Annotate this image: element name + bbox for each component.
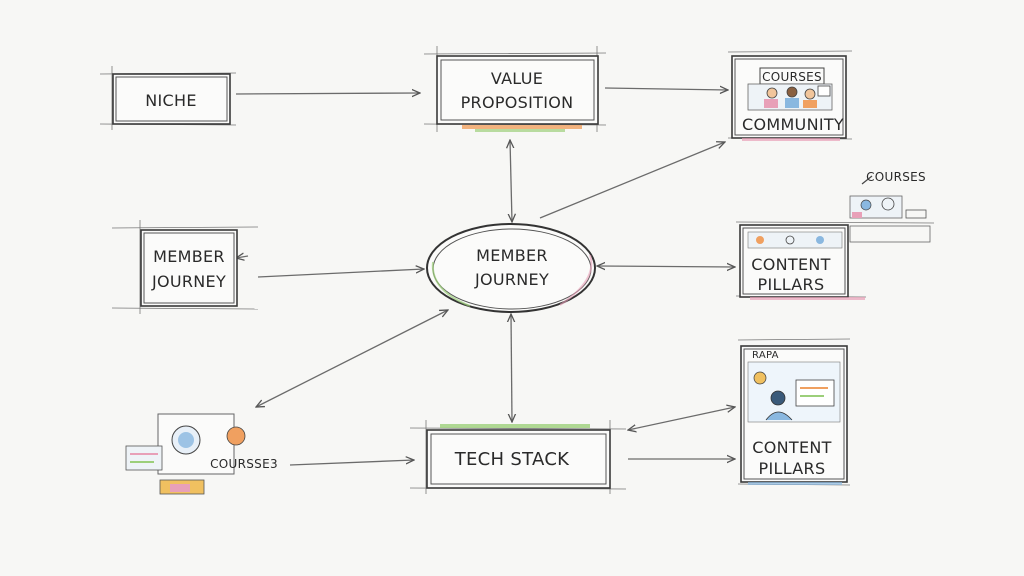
node-community: COURSES COMMUNITY: [727, 50, 853, 141]
node-content-pillars-mid: CONTENT PILLARS: [735, 221, 935, 300]
node-value-proposition: VALUE PROPOSITION: [423, 46, 607, 132]
sketch-tag-label: RAPA: [752, 350, 779, 361]
edge-member-pillars: [597, 266, 735, 267]
node-niche: NICHE: [99, 66, 237, 130]
member-center-label-line1: MEMBER: [476, 246, 548, 265]
pillars-bottom-label-line1: CONTENT: [752, 438, 831, 457]
edge-member-courses: [256, 310, 448, 407]
value-label-line2: PROPOSITION: [461, 93, 574, 112]
node-content-pillars-bottom: RAPA CONTENT PILLARS: [737, 338, 851, 486]
member-left-label-line1: MEMBER: [153, 247, 225, 266]
courses-bottom-left-label: COURSSE3: [210, 457, 278, 471]
pillars-mid-label-line1: CONTENT: [751, 255, 830, 274]
value-label-line1: VALUE: [491, 69, 543, 88]
community-label: COMMUNITY: [742, 115, 844, 134]
member-center-label-line2: JOURNEY: [474, 270, 549, 289]
pillars-bottom-label-line2: PILLARS: [759, 459, 826, 478]
node-member-journey-left: MEMBER JOURNEY: [111, 220, 259, 314]
node-courses-right: COURSES: [849, 170, 927, 219]
edge-member-community: [539, 142, 725, 219]
courses-top-label: COURSES: [762, 70, 822, 84]
edge-journey-member: [257, 269, 424, 278]
courses-right-label: COURSES: [866, 170, 926, 184]
edge-niche-value: [235, 93, 420, 94]
member-left-label-line2: JOURNEY: [151, 272, 226, 291]
node-courses-bottom-left: COURSSE3: [125, 413, 278, 495]
niche-label: NICHE: [145, 91, 197, 110]
edge-value-member: [510, 140, 512, 222]
edge-courses-tech: [289, 460, 414, 466]
pillars-mid-label-line2: PILLARS: [758, 275, 825, 294]
edges: [235, 88, 735, 466]
edge-small-arrow: [236, 256, 249, 258]
node-member-journey-center: MEMBER JOURNEY: [426, 223, 596, 313]
edge-value-community: [604, 88, 728, 90]
node-tech-stack: TECH STACK: [409, 420, 627, 494]
edge-pillars-tech: [628, 407, 735, 430]
tech-stack-label: TECH STACK: [454, 449, 570, 470]
edge-member-tech: [511, 314, 512, 422]
